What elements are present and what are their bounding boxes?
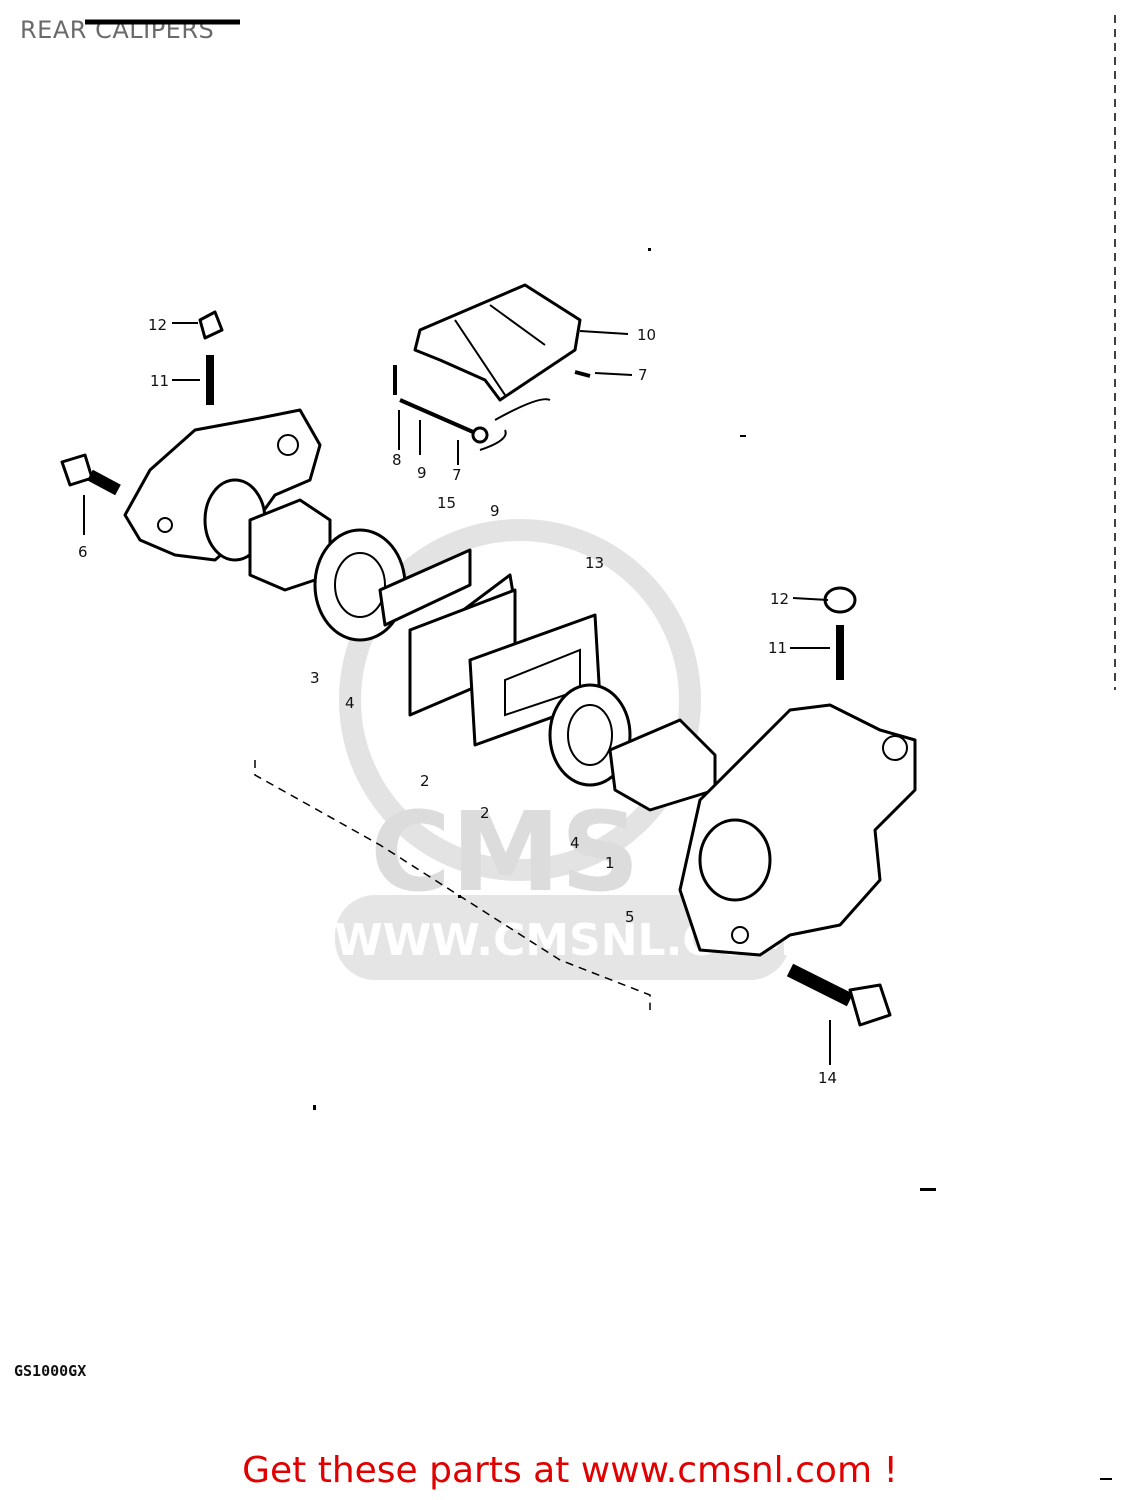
callout-4-right: 4 bbox=[570, 834, 580, 852]
callout-11-right: 11 bbox=[768, 639, 787, 657]
cta-link[interactable]: Get these parts at www.cmsnl.com ! bbox=[242, 1450, 898, 1491]
callout-2-lower: 2 bbox=[480, 804, 490, 822]
callout-1: 1 bbox=[605, 854, 615, 872]
callout-labels: 12 11 6 10 7 8 9 7 15 9 3 4 13 12 11 2 2… bbox=[78, 316, 837, 1087]
callout-5: 5 bbox=[625, 908, 635, 926]
left-bleeder bbox=[198, 310, 224, 405]
callout-7-bottom: 7 bbox=[452, 466, 462, 484]
left-mounting-bolt bbox=[60, 453, 121, 496]
callout-8: 8 bbox=[392, 451, 402, 469]
brake-pads bbox=[378, 548, 602, 747]
watermark-brand: CMS bbox=[370, 788, 639, 916]
right-mounting-bolt bbox=[786, 963, 892, 1027]
callout-10: 10 bbox=[637, 326, 656, 344]
callout-13: 13 bbox=[585, 554, 604, 572]
pad-pin bbox=[393, 365, 591, 451]
scan-specks bbox=[313, 248, 1112, 1480]
callout-3: 3 bbox=[310, 669, 320, 687]
right-caliper-body bbox=[678, 703, 917, 957]
callout-12-left: 12 bbox=[148, 316, 167, 334]
callout-6: 6 bbox=[78, 543, 88, 561]
callout-9-left: 9 bbox=[417, 464, 427, 482]
callout-14: 14 bbox=[818, 1069, 837, 1087]
callout-2-upper: 2 bbox=[420, 772, 430, 790]
callout-9-right: 9 bbox=[490, 502, 500, 520]
pad-cover bbox=[413, 283, 582, 402]
leader-lines bbox=[83, 322, 831, 1065]
callout-7-top: 7 bbox=[638, 366, 648, 384]
callout-11-left: 11 bbox=[150, 372, 169, 390]
callout-4-left: 4 bbox=[345, 694, 355, 712]
callout-12-right: 12 bbox=[770, 590, 789, 608]
right-bleeder bbox=[823, 586, 857, 680]
callout-15: 15 bbox=[437, 494, 456, 512]
model-code: GS1000GX bbox=[14, 1362, 87, 1380]
